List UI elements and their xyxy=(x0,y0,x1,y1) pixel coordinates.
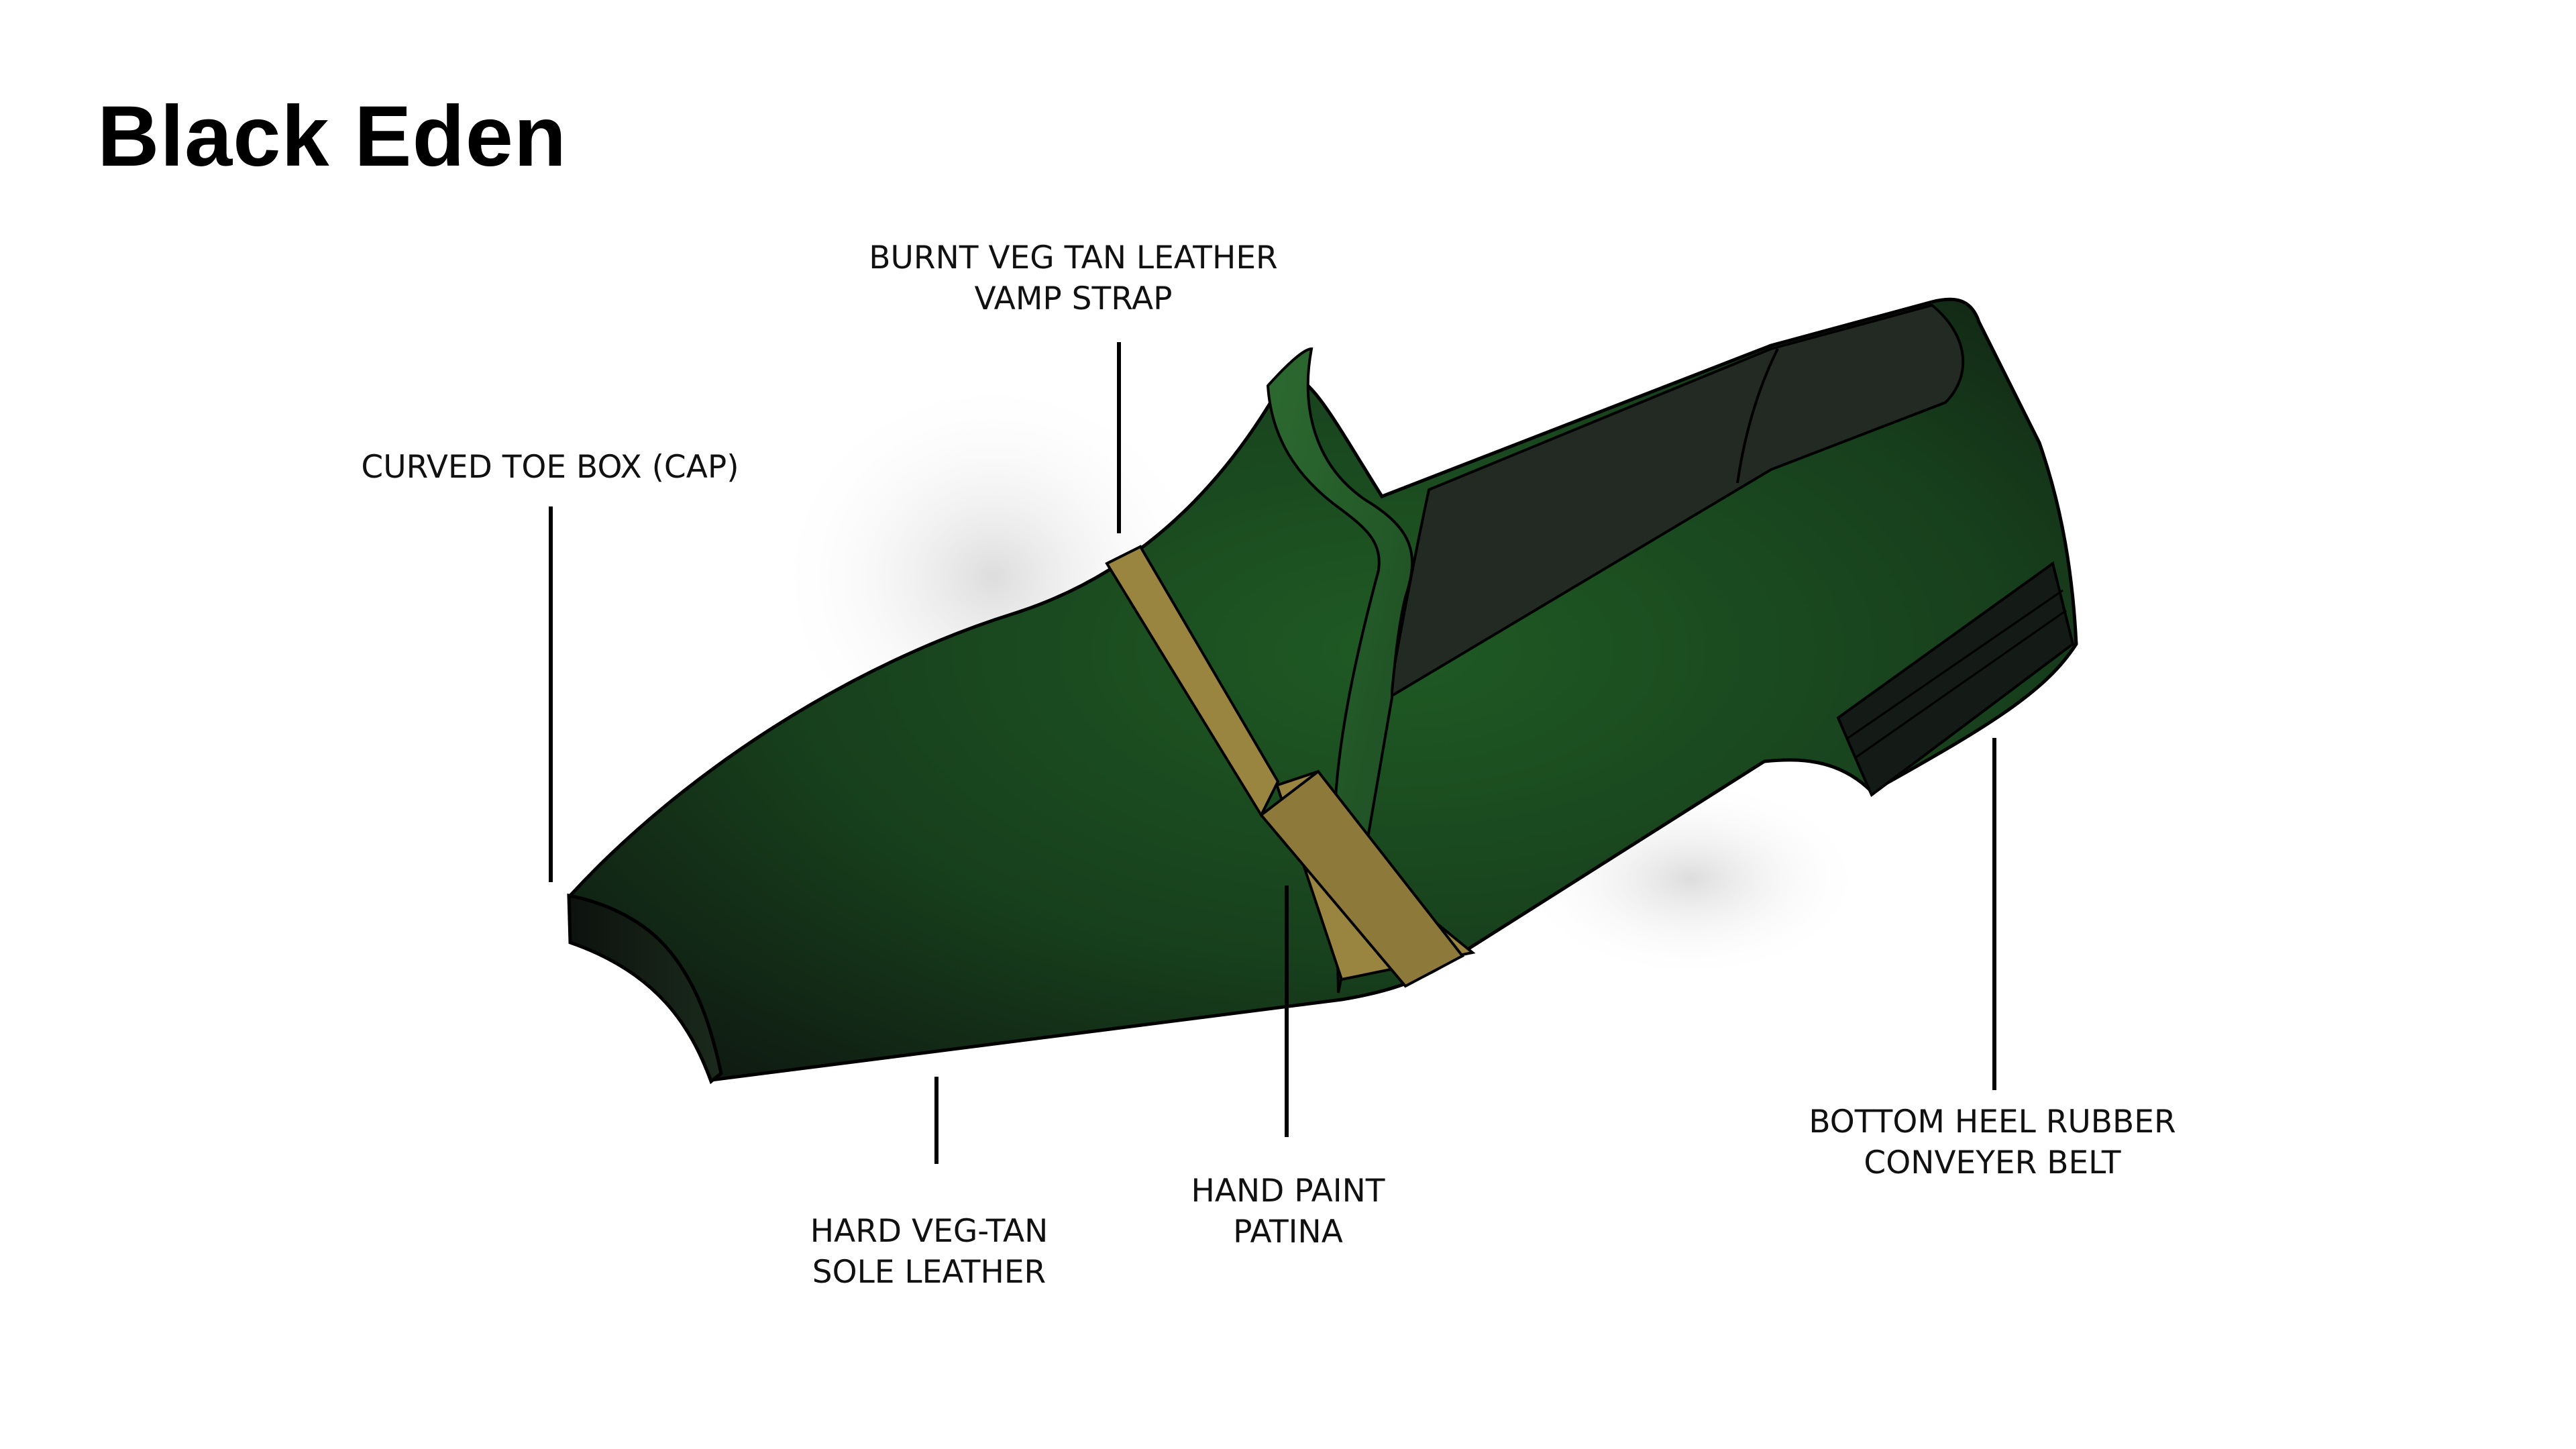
label-sole: HARD VEG-TAN SOLE LEATHER xyxy=(810,1211,1049,1293)
label-line: CONVEYER BELT xyxy=(1864,1144,2121,1181)
label-line: HARD VEG-TAN xyxy=(810,1213,1049,1250)
heel-belt-line xyxy=(1847,589,2063,739)
leader-line-sole xyxy=(934,1077,938,1164)
label-line: BURNT VEG TAN LEATHER xyxy=(869,239,1278,276)
toe-cap xyxy=(567,893,723,1085)
label-line: VAMP STRAP xyxy=(974,280,1173,317)
label-patina: HAND PAINT PATINA xyxy=(1191,1171,1385,1252)
lining-seam xyxy=(1736,348,1779,484)
label-line: SOLE LEATHER xyxy=(812,1254,1046,1291)
elastic-gore xyxy=(1266,347,1413,994)
heel-belt-line xyxy=(1854,609,2067,759)
shoe-lining xyxy=(1387,303,1965,700)
leader-line-heel xyxy=(1992,738,1996,1090)
heel-block xyxy=(1836,561,2075,798)
label-line: BOTTOM HEEL RUBBER xyxy=(1809,1104,2176,1140)
label-toe-box: CURVED TOE BOX (CAP) xyxy=(361,447,739,488)
vamp-strap-upper xyxy=(1105,545,1280,818)
leader-line-patina xyxy=(1285,885,1289,1137)
label-line: CURVED TOE BOX (CAP) xyxy=(361,449,739,486)
label-vamp-strap: BURNT VEG TAN LEATHER VAMP STRAP xyxy=(869,237,1277,319)
label-line: PATINA xyxy=(1233,1214,1343,1250)
diagram-title: Black Eden xyxy=(97,89,568,184)
leader-line-toe-box xyxy=(549,506,553,882)
label-heel: BOTTOM HEEL RUBBER CONVEYER BELT xyxy=(1809,1102,2176,1183)
leader-line-vamp-strap xyxy=(1117,342,1121,533)
vamp-strap-lower xyxy=(1259,769,1465,988)
label-line: HAND PAINT xyxy=(1191,1173,1385,1210)
